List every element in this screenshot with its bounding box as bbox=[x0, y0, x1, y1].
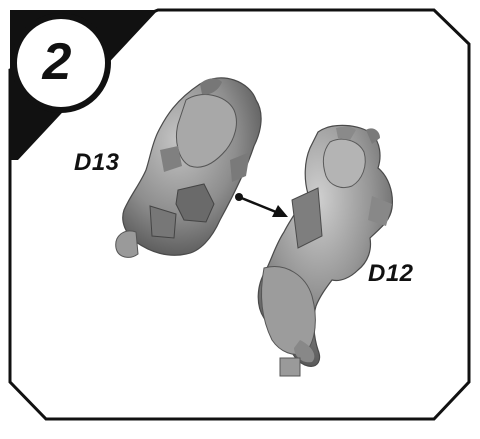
frame-border bbox=[8, 8, 471, 421]
step-number: 2 bbox=[42, 33, 72, 91]
part-d13-illustration bbox=[115, 77, 262, 258]
part-label-d12: D12 bbox=[368, 260, 414, 287]
part-d12-illustration bbox=[257, 124, 393, 377]
part-label-d13: D13 bbox=[74, 149, 120, 176]
assembly-arrow-icon bbox=[235, 193, 288, 217]
step-badge-circle bbox=[11, 13, 111, 113]
